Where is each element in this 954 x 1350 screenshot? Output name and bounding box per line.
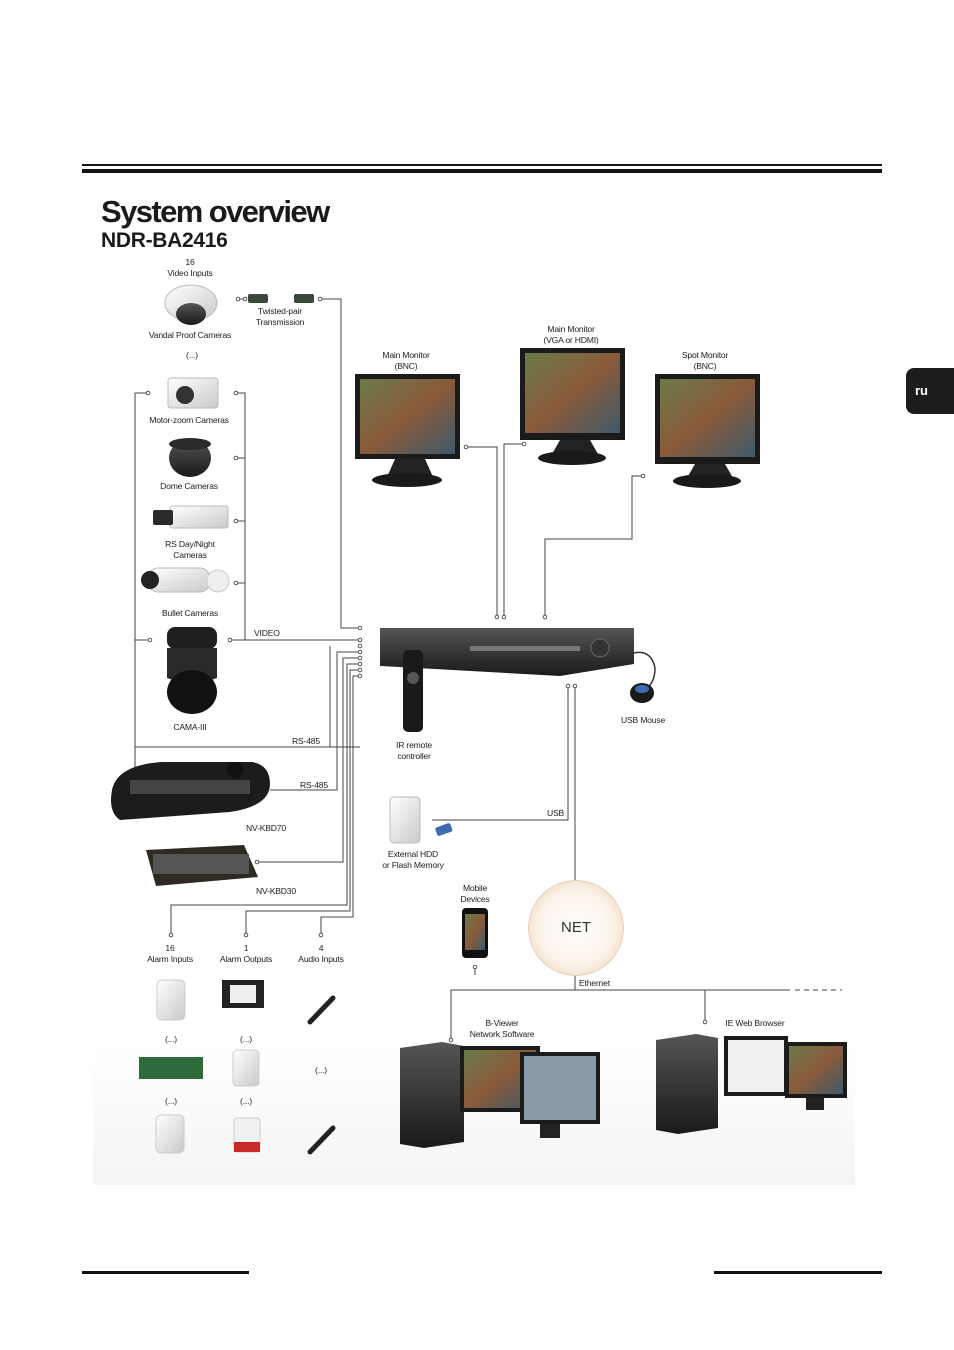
- bviewer-label-1: B-Viewer: [485, 1018, 519, 1028]
- b-viewer-workstation-icon: [400, 1042, 600, 1148]
- spot-monitor-label-2: (BNC): [693, 361, 717, 371]
- audio-inputs-label: Audio Inputs: [298, 954, 344, 964]
- main-monitor-vga-icon: [520, 348, 625, 465]
- microphone-2-icon: [307, 1125, 336, 1155]
- nv-kbd70-icon: [111, 762, 270, 820]
- dome-camera-icon: [169, 438, 211, 477]
- video-inputs-label: Video Inputs: [167, 268, 213, 278]
- twisted-pair-label-2: Transmission: [255, 317, 305, 327]
- footer-rule-right: [714, 1271, 882, 1274]
- ethernet-link-label: Ethernet: [579, 978, 610, 988]
- microphone-icon: [307, 995, 336, 1025]
- input-board-icon: [139, 1057, 203, 1079]
- alarm-outputs-label: Alarm Outputs: [219, 954, 273, 964]
- connection-terminals: [132, 296, 708, 1043]
- alarm-outputs-count: 1: [243, 943, 249, 953]
- dome-label: Dome Cameras: [160, 481, 218, 491]
- alarm-sensor-icon: [156, 979, 186, 1021]
- ptz-camera-icon: [167, 627, 217, 714]
- nv-kbd30-icon: [146, 845, 258, 886]
- audio-more: (...): [315, 1065, 327, 1075]
- header-rule-thin: [82, 164, 882, 166]
- vandal-proof-camera-icon: [164, 284, 218, 325]
- camera-more-label: (...): [186, 350, 198, 360]
- page-title: System overview: [101, 194, 330, 229]
- kbd30-label: NV-KBD30: [256, 886, 296, 896]
- ir-remote-label-1: IR remote: [396, 740, 432, 750]
- cama-label: CAMA-III: [173, 722, 207, 732]
- main-monitor-bnc-label-1: Main Monitor: [382, 350, 430, 360]
- footer-rule-left: [82, 1271, 249, 1274]
- ie-browser-workstation-icon: [656, 1034, 847, 1134]
- bullet-camera-icon: [141, 567, 230, 593]
- spot-monitor-icon: [655, 374, 760, 488]
- language-tab-label: ru: [915, 383, 928, 398]
- rs-day-night-label-2: Cameras: [173, 550, 207, 560]
- external-hdd-icon: [389, 796, 453, 844]
- ir-remote-label-2: controller: [397, 751, 431, 761]
- alarm-out-more-2: (...): [240, 1096, 252, 1106]
- ie-browser-label: IE Web Browser: [725, 1018, 785, 1028]
- mobile-label-2: Devices: [460, 894, 490, 904]
- ext-hdd-label-1: External HDD: [387, 849, 439, 859]
- language-tab[interactable]: ru: [906, 368, 954, 414]
- main-monitor-vga-label-1: Main Monitor: [547, 324, 595, 334]
- alarm-output-light-icon: [222, 980, 264, 1008]
- rs485-link-label-2: RS-485: [300, 780, 328, 790]
- rs485-link-label-1: RS-485: [292, 736, 320, 746]
- motor-zoom-label: Motor-zoom Cameras: [149, 415, 229, 425]
- audio-inputs-count: 4: [318, 943, 324, 953]
- net-cloud: NET: [528, 880, 624, 976]
- bullet-label: Bullet Cameras: [162, 608, 218, 618]
- spot-monitor-label-1: Spot Monitor: [681, 350, 729, 360]
- ir-remote-icon: [403, 650, 423, 732]
- vandal-proof-label: Vandal Proof Cameras: [148, 330, 232, 340]
- video-inputs-count: 16: [185, 257, 195, 267]
- video-link-label: VIDEO: [254, 628, 280, 638]
- motor-zoom-camera-icon: [167, 377, 219, 409]
- alarm-out-more-1: (...): [240, 1034, 252, 1044]
- rs-day-night-label-1: RS Day/Night: [165, 539, 215, 549]
- usb-mouse-icon: [619, 651, 656, 703]
- alarm-inputs-count: 16: [165, 943, 175, 953]
- alarm-in-more-1: (...): [165, 1034, 177, 1044]
- twisted-pair-label-1: Twisted-pair: [258, 306, 302, 316]
- alarm-inputs-label: Alarm Inputs: [147, 954, 193, 964]
- usb-link-label: USB: [547, 808, 565, 818]
- net-label: NET: [561, 919, 591, 936]
- ext-hdd-label-2: or Flash Memory: [382, 860, 444, 870]
- twisted-pair-icon: [248, 294, 314, 303]
- main-monitor-bnc-label-2: (BNC): [394, 361, 418, 371]
- alarm-in-more-2: (...): [165, 1096, 177, 1106]
- alarm-sensor-3-icon: [155, 1114, 185, 1154]
- mobile-phone-icon: [462, 908, 488, 958]
- siren-icon: [233, 1117, 261, 1153]
- usb-mouse-label: USB Mouse: [620, 715, 666, 725]
- header-rule-thick: [82, 169, 882, 173]
- page-subtitle: NDR-BA2416: [101, 229, 228, 252]
- rs-day-night-camera-icon: [153, 505, 229, 529]
- bviewer-label-2: Network Software: [469, 1029, 535, 1039]
- alarm-sensor-2-icon: [232, 1049, 260, 1087]
- kbd70-label: NV-KBD70: [246, 823, 286, 833]
- main-monitor-vga-label-2: (VGA or HDMI): [543, 335, 599, 345]
- dvr-recorder-icon: [380, 628, 634, 676]
- main-monitor-bnc-icon: [355, 374, 460, 487]
- mobile-label-1: Mobile: [462, 883, 488, 893]
